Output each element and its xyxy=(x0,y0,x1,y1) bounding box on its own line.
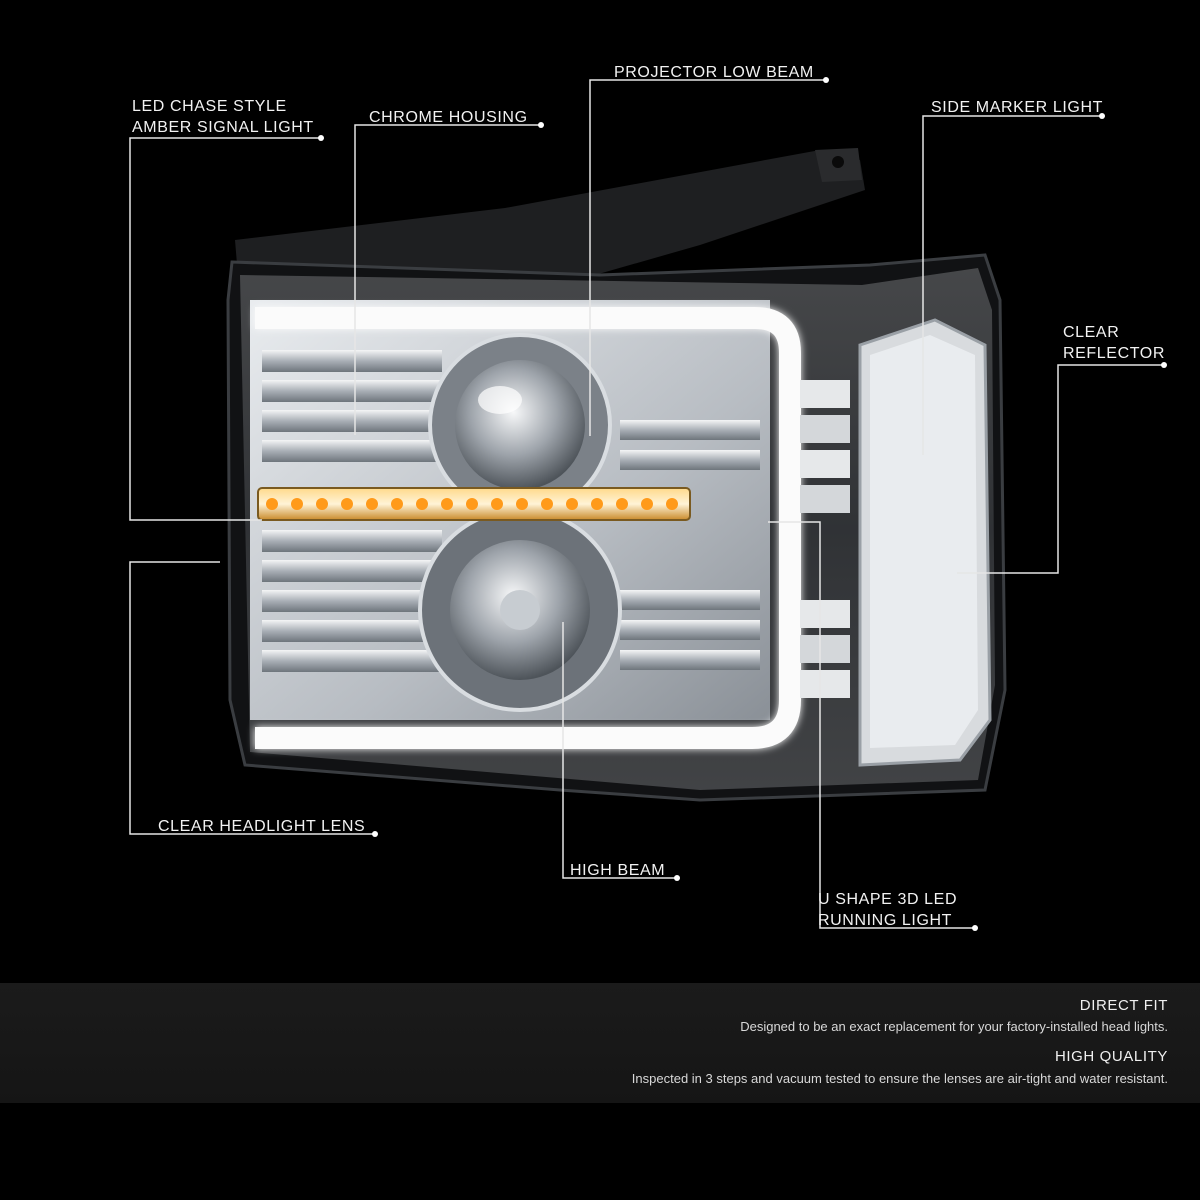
leader-dot-chrome-housing xyxy=(538,122,544,128)
leader-clear-reflector xyxy=(957,364,1164,574)
leader-dot-headlight-lens xyxy=(372,831,378,837)
callout-high-beam-text: HIGH BEAM xyxy=(570,862,666,879)
callout-side-marker: SIDE MARKER LIGHT xyxy=(931,97,1103,118)
feature-desc-high-quality: Inspected in 3 steps and vacuum tested t… xyxy=(631,1071,1168,1086)
callout-led-chase-line2: AMBER SIGNAL LIGHT xyxy=(132,119,314,136)
callout-side-marker-text: SIDE MARKER LIGHT xyxy=(931,99,1104,116)
callout-u-shape-running-light: U SHAPE 3D LED RUNNING LIGHT xyxy=(818,889,957,931)
callout-chrome-housing: CHROME HOUSING xyxy=(369,107,528,128)
callout-u-shape-line2: RUNNING LIGHT xyxy=(818,912,953,929)
leader-dot-high-beam xyxy=(674,875,680,881)
leader-dot-led-chase xyxy=(318,135,324,141)
callout-chrome-housing-text: CHROME HOUSING xyxy=(369,109,528,126)
clear-side-reflector xyxy=(800,318,992,767)
callout-clear-reflector-line2: REFLECTOR xyxy=(1063,345,1166,362)
amber-led-dot xyxy=(566,498,578,510)
callout-clear-headlight-lens: CLEAR HEADLIGHT LENS xyxy=(158,816,365,837)
u-shape-led-light-bar xyxy=(255,307,801,749)
amber-led-dot xyxy=(516,498,528,510)
callout-projector-low-beam-text: PROJECTOR LOW BEAM xyxy=(614,64,814,81)
leader-high-beam xyxy=(562,622,677,879)
feature-title-high-quality: HIGH QUALITY xyxy=(1054,1048,1168,1065)
reflector-prisms xyxy=(800,380,850,698)
callout-high-beam: HIGH BEAM xyxy=(570,860,665,881)
leader-projector xyxy=(589,79,826,436)
mounting-bracket xyxy=(235,148,865,300)
amber-led-dot xyxy=(591,498,603,510)
amber-led-dot xyxy=(291,498,303,510)
leader-u-shape xyxy=(768,521,975,929)
leader-dot-projector xyxy=(823,77,829,83)
callout-clear-reflector-line1: CLEAR xyxy=(1063,324,1120,341)
feature-title-direct-fit: DIRECT FIT xyxy=(1079,997,1168,1014)
callout-led-chase-signal: LED CHASE STYLE AMBER SIGNAL LIGHT xyxy=(132,96,314,138)
amber-led-dot xyxy=(416,498,428,510)
callout-clear-reflector: CLEAR REFLECTOR xyxy=(1063,322,1165,364)
amber-signal-led-strip xyxy=(257,487,691,521)
leader-dot-side-marker xyxy=(1099,113,1105,119)
leader-chrome-housing xyxy=(354,124,541,435)
amber-led-dot xyxy=(541,498,553,510)
leader-dot-u-shape xyxy=(972,925,978,931)
leader-side-marker xyxy=(922,115,1102,455)
leader-led-chase xyxy=(129,137,321,521)
callout-led-chase-line1: LED CHASE STYLE xyxy=(132,98,287,115)
upper-reflector-fins xyxy=(262,350,760,470)
amber-led-dot xyxy=(666,498,678,510)
amber-led-dot xyxy=(466,498,478,510)
callout-projector-low-beam: PROJECTOR LOW BEAM xyxy=(614,62,814,83)
amber-led-dot xyxy=(491,498,503,510)
leader-lines xyxy=(129,77,1167,931)
feature-desc-direct-fit: Designed to be an exact replacement for … xyxy=(740,1019,1168,1034)
high-beam-reflector xyxy=(418,508,622,712)
amber-led-dot xyxy=(641,498,653,510)
amber-led-dot xyxy=(441,498,453,510)
callout-u-shape-line1: U SHAPE 3D LED xyxy=(818,891,958,908)
amber-led-dot xyxy=(366,498,378,510)
features-band: DIRECT FIT Designed to be an exact repla… xyxy=(0,983,1200,1103)
lower-reflector-fins xyxy=(262,530,760,672)
amber-led-dot xyxy=(616,498,628,510)
amber-led-dot xyxy=(391,498,403,510)
amber-led-dot xyxy=(316,498,328,510)
amber-led-dot xyxy=(341,498,353,510)
leader-headlight-lens xyxy=(129,561,375,835)
leader-dot-clear-reflector xyxy=(1161,362,1167,368)
amber-led-dots xyxy=(266,498,678,510)
callout-clear-headlight-lens-text: CLEAR HEADLIGHT LENS xyxy=(158,818,366,835)
amber-led-dot xyxy=(266,498,278,510)
